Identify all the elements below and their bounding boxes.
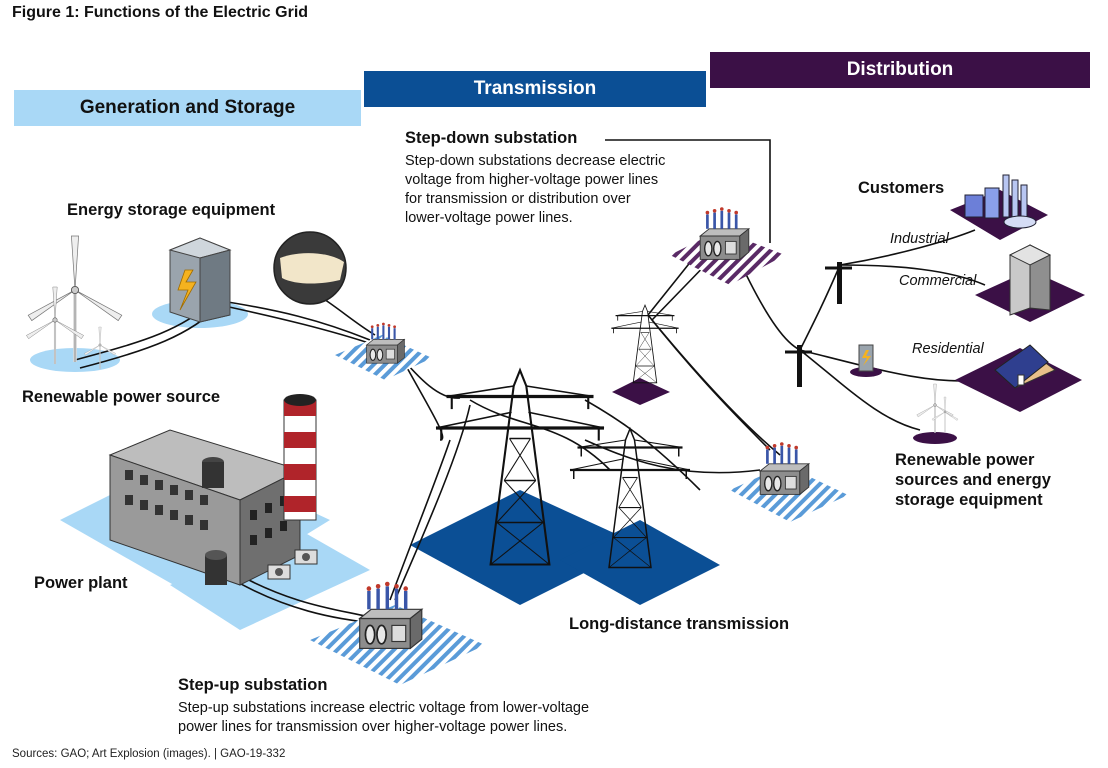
long-distance-label: Long-distance transmission: [569, 615, 790, 633]
residential-customer: [955, 344, 1082, 412]
substation-step-up: [310, 579, 485, 685]
step-up-line-1: Step-up substations increase electric vo…: [178, 700, 590, 716]
distribution-turbines: [913, 383, 959, 444]
substation-step-down: [670, 205, 785, 285]
step-up-line-2: power lines for transmission over higher…: [178, 719, 568, 735]
residential-label: Residential: [912, 341, 984, 357]
figure-title: Figure 1: Functions of the Electric Grid: [12, 4, 309, 21]
transmission-header: Transmission: [364, 71, 706, 107]
renewable-source-label: Renewable power source: [22, 388, 221, 406]
wind-turbines: [25, 234, 124, 370]
utility-poles: [785, 262, 852, 387]
cooling-units: [267, 549, 318, 580]
industrial-customer: [950, 174, 1048, 240]
step-up-title: Step-up substation: [178, 676, 328, 694]
power-plant-building: [108, 429, 302, 586]
storage-photo: [273, 231, 347, 305]
energy-storage-label: Energy storage equipment: [67, 201, 276, 219]
power-plant-label: Power plant: [34, 574, 128, 592]
source-note: Sources: GAO; Art Explosion (images). | …: [12, 748, 286, 760]
generation-storage-header: Generation and Storage: [14, 90, 361, 126]
step-down-line-1: Step-down substations decrease electric: [405, 153, 666, 169]
energy-storage-cabinet: [168, 237, 232, 323]
chimney: [283, 394, 317, 521]
industrial-label: Industrial: [890, 231, 949, 247]
commercial-customer: [975, 244, 1085, 322]
transmission-ground: [410, 490, 720, 605]
substation-generation: [335, 321, 432, 380]
renewable-dist-label-3: storage equipment: [895, 491, 1043, 509]
distribution-storage: [850, 344, 882, 377]
substation-distribution: [730, 440, 848, 522]
tower-small: [610, 304, 680, 405]
renewable-dist-label-2: sources and energy: [895, 471, 1051, 489]
step-down-line-2: voltage from higher-voltage power lines: [405, 172, 659, 188]
step-down-title: Step-down substation: [405, 129, 578, 147]
step-down-line-4: lower-voltage power lines.: [405, 210, 573, 226]
commercial-label: Commercial: [899, 273, 977, 289]
customers-label: Customers: [858, 179, 945, 197]
renewable-dist-label-1: Renewable power: [895, 451, 1035, 469]
step-down-line-3: for transmission or distribution over: [405, 191, 631, 207]
distribution-header: Distribution: [710, 52, 1090, 88]
power-lines: [74, 139, 986, 626]
